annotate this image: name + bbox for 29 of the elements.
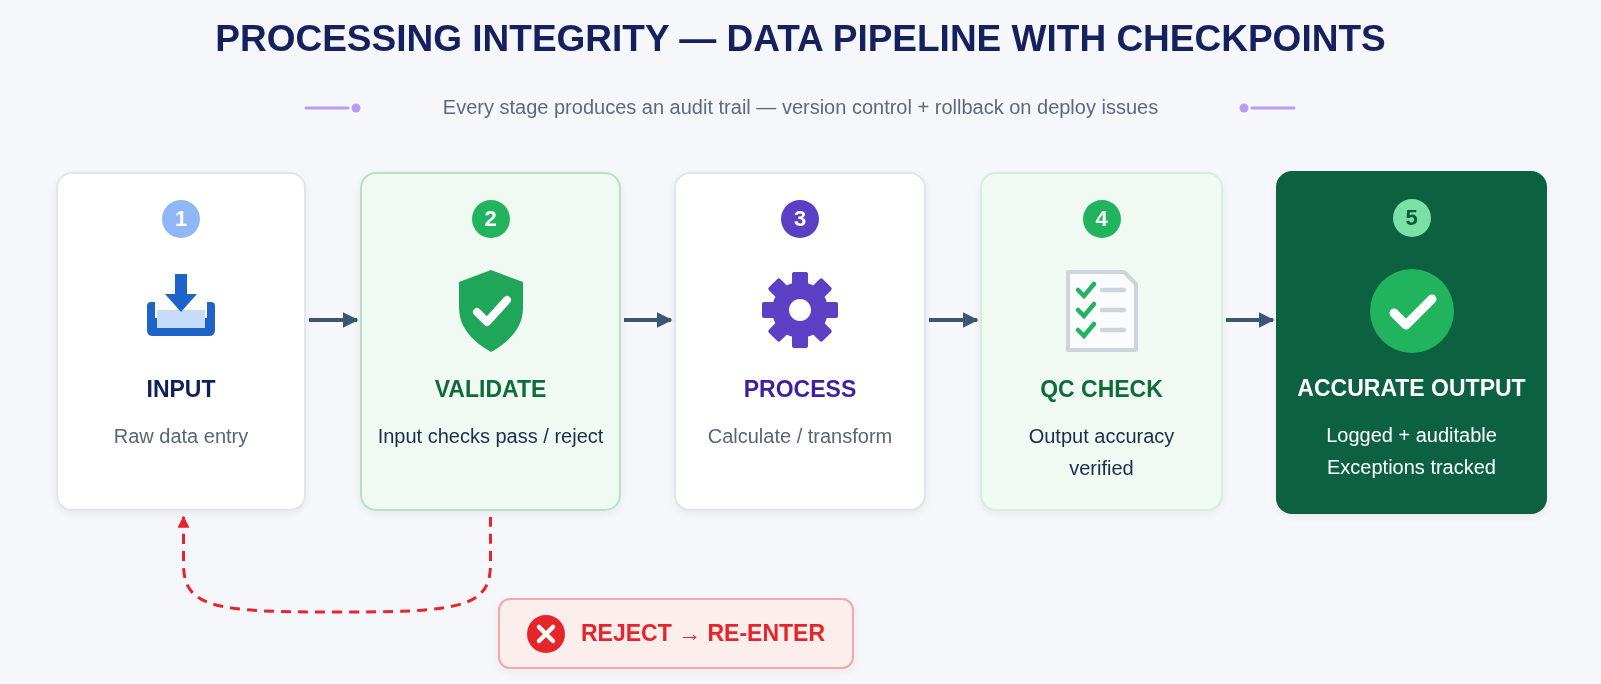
subtitle: Every stage produces an audit trail — version control + rollback on deploy issues (442, 96, 1159, 118)
step-number: 2 (471, 200, 510, 238)
stage-card (1276, 171, 1547, 514)
step-number: 5 (1392, 199, 1431, 237)
feedback-arrow (177, 515, 492, 614)
arrow (1226, 312, 1275, 328)
stage-description: Logged + auditable Exceptions tracked (1325, 423, 1498, 480)
stage-card (980, 172, 1223, 511)
arrow (624, 312, 673, 328)
stage-card (360, 172, 621, 511)
stage-description: Output accuracy verified (1027, 424, 1176, 481)
stage-description: Raw data entry (112, 424, 250, 449)
reject-label: REJECT → RE-ENTER (580, 620, 826, 647)
arrow (309, 312, 359, 328)
step-number: 4 (1082, 200, 1121, 238)
reject-badge (498, 598, 854, 669)
step-number: 3 (781, 200, 819, 238)
arrow (929, 312, 979, 328)
title: PROCESSING INTEGRITY — DATA PIPELINE WITH CHECKPOINTS (214, 18, 1387, 60)
stage-title: PROCESS (742, 376, 858, 403)
stage-title: VALIDATE (433, 376, 548, 403)
stage-title: INPUT (145, 376, 217, 403)
stage-card (56, 172, 306, 511)
stage-description: Calculate / transform (706, 424, 894, 449)
stage-title: ACCURATE OUTPUT (1296, 375, 1527, 402)
stage-card (674, 172, 926, 511)
stage-description: Input checks pass / reject (376, 424, 605, 449)
step-number: 1 (162, 200, 200, 238)
stage-title: QC CHECK (1039, 376, 1164, 403)
